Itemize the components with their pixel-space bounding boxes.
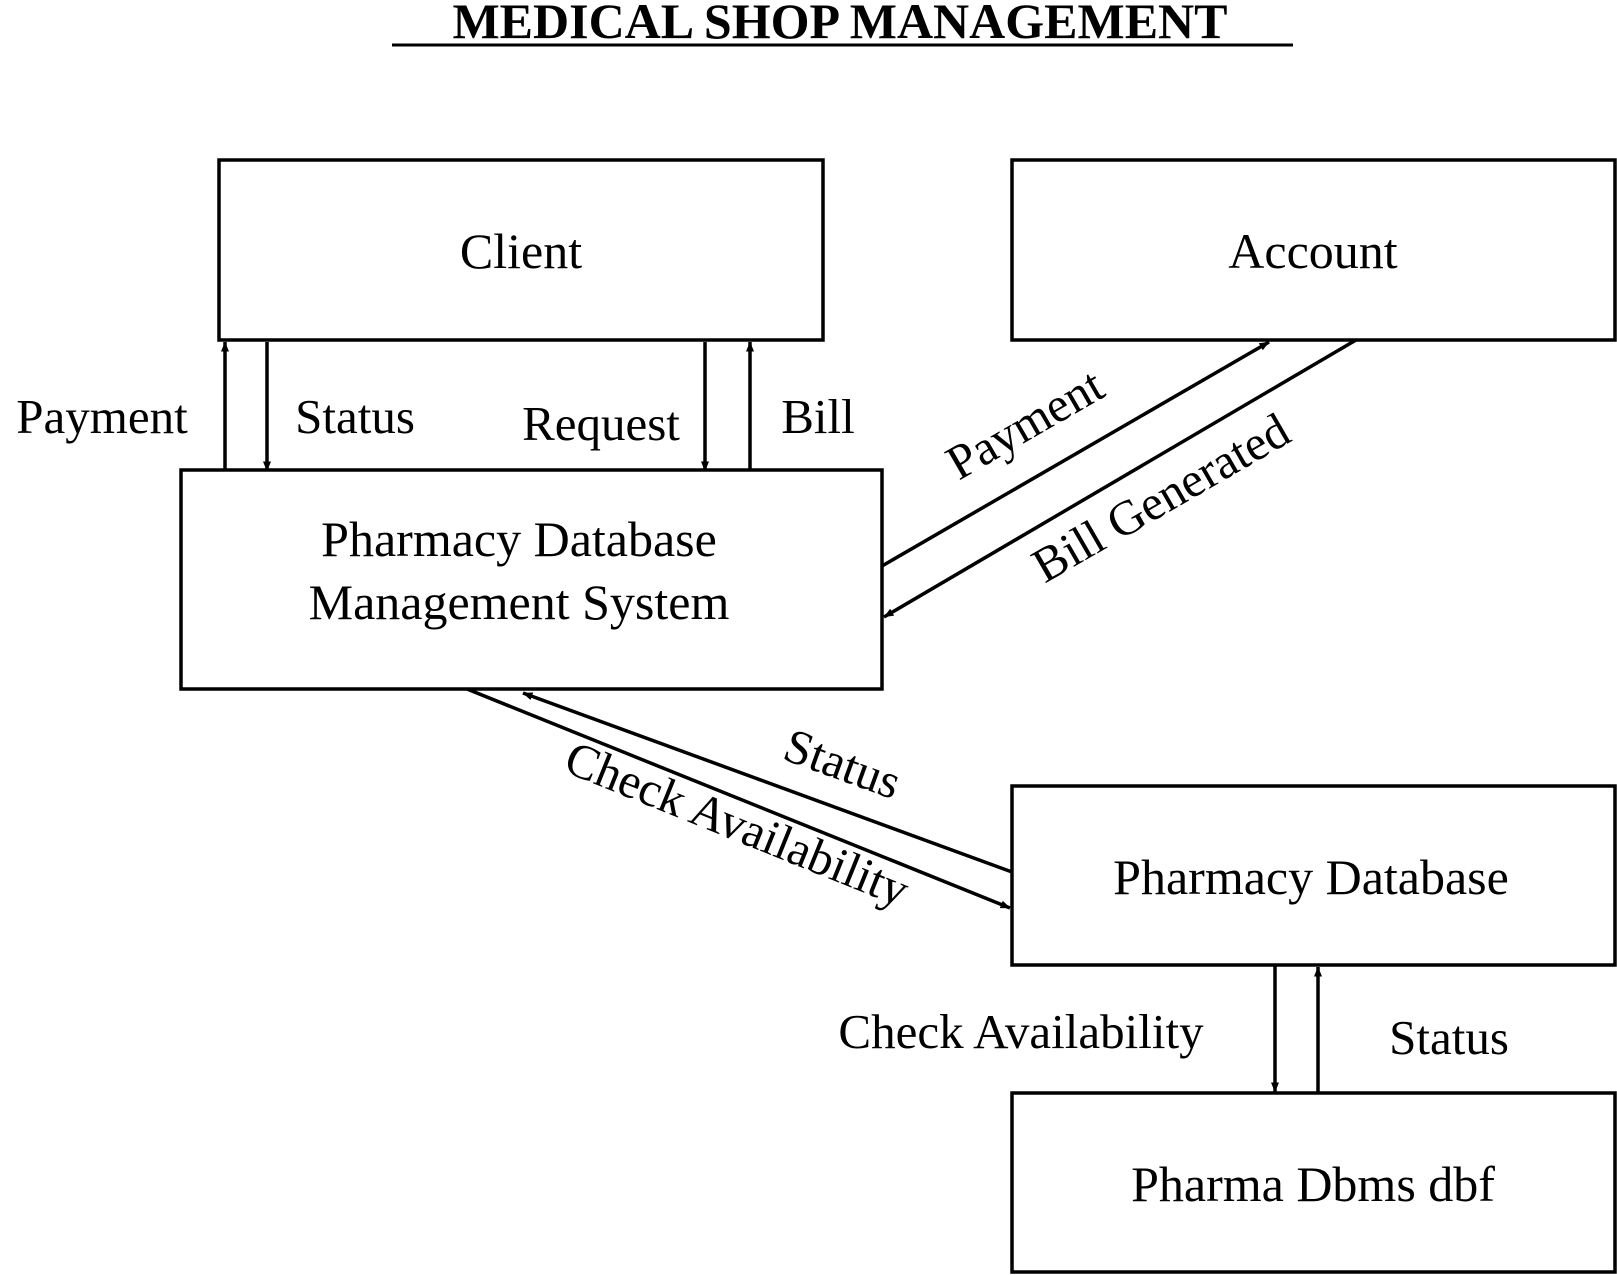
edge-bill-to-client: Bill — [746, 341, 855, 470]
edge-status-to-db-from-dbf: Status — [1314, 966, 1509, 1093]
edge-check-availability-to-dbf: Check Availability — [838, 965, 1279, 1093]
pharma-dbf-box[interactable]: Pharma Dbms dbf — [1010, 1091, 1617, 1274]
edge-status-to-pdms: Status — [263, 342, 415, 472]
edge-request-to-pdms: Request — [522, 342, 709, 472]
edge-label-payment-account: Payment — [937, 357, 1113, 491]
pharmacy-dbms-label-line2: Management System — [309, 574, 730, 630]
edge-check-availability-to-db: Check Availability — [466, 687, 1011, 918]
pharmacy-database-label: Pharmacy Database — [1113, 849, 1509, 905]
edge-label-check-availability-dbf: Check Availability — [838, 1004, 1204, 1059]
account-box[interactable]: Account — [1010, 158, 1617, 342]
edge-label-bill: Bill — [781, 389, 855, 444]
account-label: Account — [1228, 223, 1397, 279]
edge-bill-generated-to-pdms: Bill Generated — [883, 338, 1357, 619]
pharmacy-dbms-label-line1: Pharmacy Database — [321, 511, 717, 567]
pharmacy-database-box[interactable]: Pharmacy Database — [1010, 784, 1617, 967]
edge-label-status-db: Status — [777, 717, 908, 810]
diagram-title: MEDICAL SHOP MANAGEMENT — [452, 0, 1227, 49]
pharma-dbf-label: Pharma Dbms dbf — [1131, 1156, 1495, 1212]
edge-payment-to-client: Payment — [16, 341, 229, 470]
edge-label-request: Request — [522, 396, 680, 451]
pharmacy-dbms-box[interactable]: Pharmacy Database Management System — [179, 468, 884, 691]
edge-label-payment-client: Payment — [16, 389, 188, 444]
edge-label-status-client: Status — [295, 389, 415, 444]
client-box[interactable]: Client — [217, 158, 825, 342]
edge-label-status-dbf: Status — [1389, 1010, 1509, 1065]
client-label: Client — [460, 223, 582, 279]
